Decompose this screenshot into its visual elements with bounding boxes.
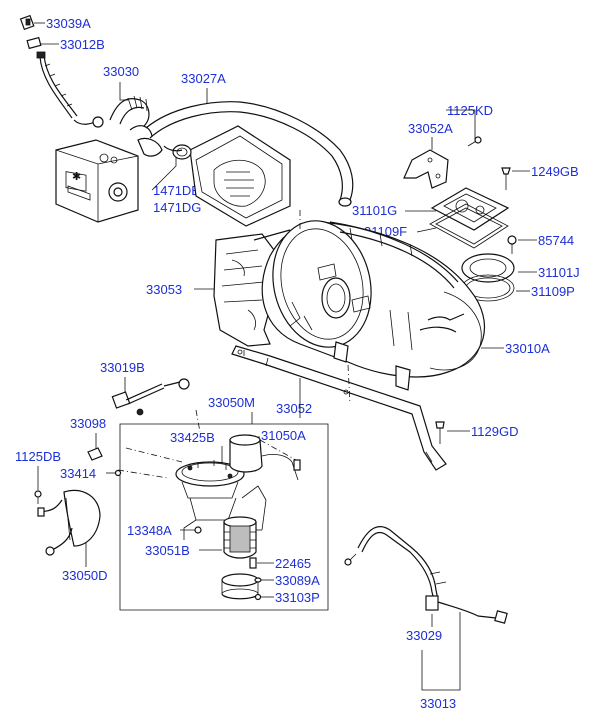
- label-33089A: 33089A: [275, 573, 320, 588]
- label-85744: 85744: [538, 233, 574, 248]
- label-31050A: 31050A: [261, 428, 306, 443]
- label-31101J: 31101J: [538, 265, 580, 280]
- strap-33052: [231, 345, 447, 471]
- clip-33103P: [254, 593, 262, 601]
- harness-33030: [36, 51, 104, 128]
- label-33013: 33013: [420, 696, 456, 711]
- fuel-tank-33010A: [253, 220, 486, 391]
- bolt-1125KD: [467, 136, 482, 147]
- clip-33414: [114, 469, 122, 477]
- bolt-1249GB: [501, 167, 511, 190]
- label-33027A: 33027A: [181, 71, 226, 86]
- label-33103P: 33103P: [275, 590, 320, 605]
- harness-33029: [344, 526, 508, 624]
- label-1249GB: 1249GB: [531, 164, 579, 179]
- clip-33039A: [19, 14, 35, 31]
- bolt-85744: [507, 235, 517, 254]
- assembly-box-33050M: [119, 423, 329, 611]
- bracket-33052A: [403, 149, 449, 189]
- label-31101G: 31101G: [352, 203, 397, 218]
- oring-33089A: [254, 577, 262, 583]
- label-33050M: 33050M: [208, 395, 255, 410]
- label-33052A: 33052A: [408, 121, 453, 136]
- ring-22465: [249, 557, 257, 569]
- label-33039A: 33039A: [46, 16, 91, 31]
- snowflake-icon: ✱: [72, 171, 81, 183]
- label-33050D: 33050D: [62, 568, 108, 583]
- clip-13348A: [194, 526, 202, 534]
- label-33098: 33098: [70, 416, 106, 431]
- plug-33012B: [26, 36, 42, 50]
- pump-33051B: [223, 516, 262, 559]
- label-33012B: 33012B: [60, 37, 105, 52]
- label-33051B: 33051B: [145, 543, 190, 558]
- clip-33098: [87, 447, 103, 461]
- cover-31101J: [461, 253, 515, 283]
- sender-33019B: [111, 378, 190, 416]
- guide-lines: [117, 210, 351, 479]
- heat-shield-33053: [213, 233, 275, 347]
- cap-33425B: [175, 460, 245, 499]
- charcoal-canister: [163, 125, 291, 227]
- pipe-33027A: [145, 101, 354, 207]
- bolt-1129GD: [435, 421, 445, 444]
- label-33029: 33029: [406, 628, 442, 643]
- label-22465: 22465: [275, 556, 311, 571]
- label-33019B: 33019B: [100, 360, 145, 375]
- label-31109P: 31109P: [531, 284, 575, 299]
- label-33030: 33030: [103, 64, 139, 79]
- label-1471DG: 1471DG: [153, 200, 201, 215]
- strainer-ring: [221, 573, 259, 600]
- label-1129GD: 1129GD: [471, 424, 518, 439]
- control-module: ✱: [55, 139, 139, 223]
- label-33425B: 33425B: [170, 430, 215, 445]
- label-1125KD: 1125KD: [447, 103, 493, 118]
- label-33414: 33414: [60, 466, 96, 481]
- gasket-31109F: [429, 203, 509, 249]
- label-13348A: 13348A: [127, 523, 172, 538]
- hose-33030: [109, 95, 163, 157]
- label-1125DB: 1125DB: [15, 449, 61, 464]
- bolt-1125DB: [34, 490, 42, 504]
- filter-31050A: [229, 434, 301, 481]
- label-33053: 33053: [146, 282, 182, 297]
- label-33052: 33052: [276, 401, 312, 416]
- label-33010A: 33010A: [505, 341, 550, 356]
- leader-lines: [34, 22, 537, 691]
- cover-33050D: [37, 489, 101, 556]
- label-1471DE: 1471DE: [153, 183, 200, 198]
